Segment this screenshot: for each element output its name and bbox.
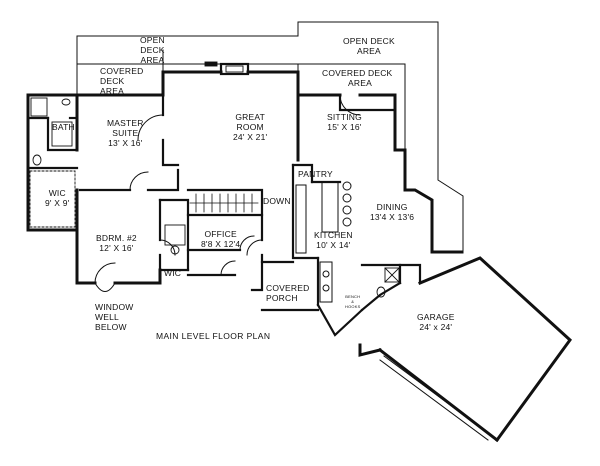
stairs [189,193,259,213]
bath-fixtures [29,61,400,298]
interior-walls [26,62,422,337]
label-bench-hooks: BENCH & HOOKS [345,294,361,309]
label-garage: GARAGE 24' x 24' [417,312,455,332]
label-open-deck-right: OPEN DECK AREA [343,36,395,56]
label-covered-deck-right: COVERED DECK AREA [322,68,393,88]
label-wic-small: WIC [164,268,182,278]
label-down: DOWN [263,196,291,206]
label-master-suite: MASTER SUITE 13' X 16' [107,118,144,148]
label-covered-porch: COVERED PORCH [266,283,310,303]
exterior-walls [26,70,464,285]
label-covered-deck-left: COVERED DECK AREA [100,66,144,96]
label-sitting: SITTING 15' X 16' [327,112,362,132]
label-office: OFFICE 8'8 X 12'4 [201,229,241,249]
label-window-well: WINDOW WELL BELOW [95,302,134,332]
label-bdrm2: BDRM. #2 12' X 16' [96,233,137,253]
label-wic-master: WIC 9' X 9' [45,188,70,208]
garage-walls [358,256,573,443]
garage-door [379,355,493,441]
label-dining: DINING 13'4 X 13'6 [370,202,415,222]
kitchen-fixtures [295,181,352,303]
label-great-room: GREAT ROOM 24' X 21' [233,112,268,142]
label-bath: BATH [52,122,75,132]
label-open-deck-left: OPEN DECK AREA [140,35,165,65]
label-pantry: PANTRY [298,169,333,179]
plan-title: MAIN LEVEL FLOOR PLAN [156,331,271,341]
door-swings [94,94,361,284]
label-kitchen: KITCHEN 10' X 14' [314,230,353,250]
window-well [94,282,116,292]
